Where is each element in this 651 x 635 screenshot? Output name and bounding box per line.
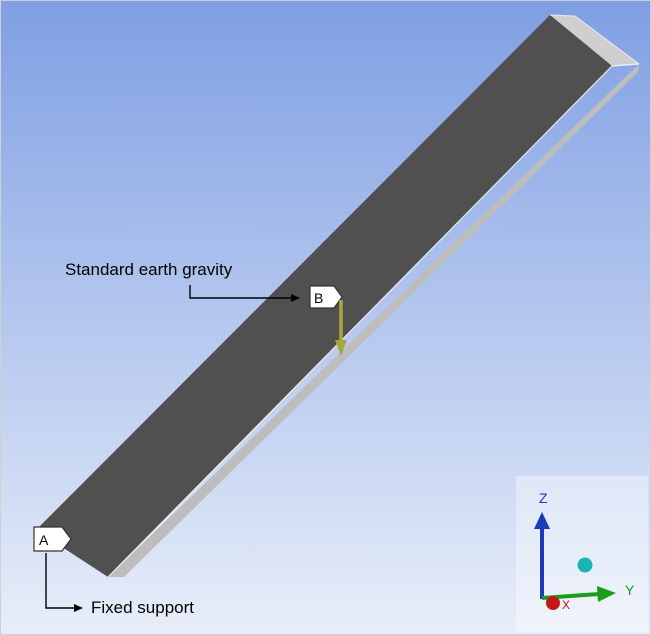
iso-view-ball[interactable] [577,557,593,573]
fixed-support[interactable]: A Fixed support [33,526,194,617]
x-axis: X [546,596,570,612]
triad-panel [516,476,648,632]
gravity-leader-arrowhead [291,294,300,302]
fixed-support-tag-shape [33,526,72,552]
z-axis-label: Z [539,490,548,506]
coordinate-triad[interactable]: Z Y X [516,476,648,632]
fixed-support-tag[interactable]: A [33,526,72,552]
fixed-support-annotation: Fixed support [91,598,194,617]
gravity-leader-line [189,285,292,299]
x-axis-label: X [562,598,570,612]
gravity-tag[interactable]: B [309,285,343,309]
arrow-down-icon [335,300,347,356]
fixed-support-tag-label: A [39,532,49,548]
gravity-tag-label: B [314,290,323,306]
gravity-annotation: Standard earth gravity [65,260,233,279]
fixed-support-leader-line [45,553,75,609]
gravity-tag-shape [309,285,343,309]
beam-edge-top [549,14,640,65]
beam-edge-highlight [107,63,640,578]
beam-side-face [108,64,639,577]
z-axis: Z [534,490,550,599]
fixed-support-leader-arrowhead [74,604,83,612]
y-axis-label: Y [625,582,635,598]
gravity-load[interactable]: Standard earth gravity B [65,260,347,356]
beam-end-face [550,15,639,66]
x-axis-ball [546,596,560,610]
